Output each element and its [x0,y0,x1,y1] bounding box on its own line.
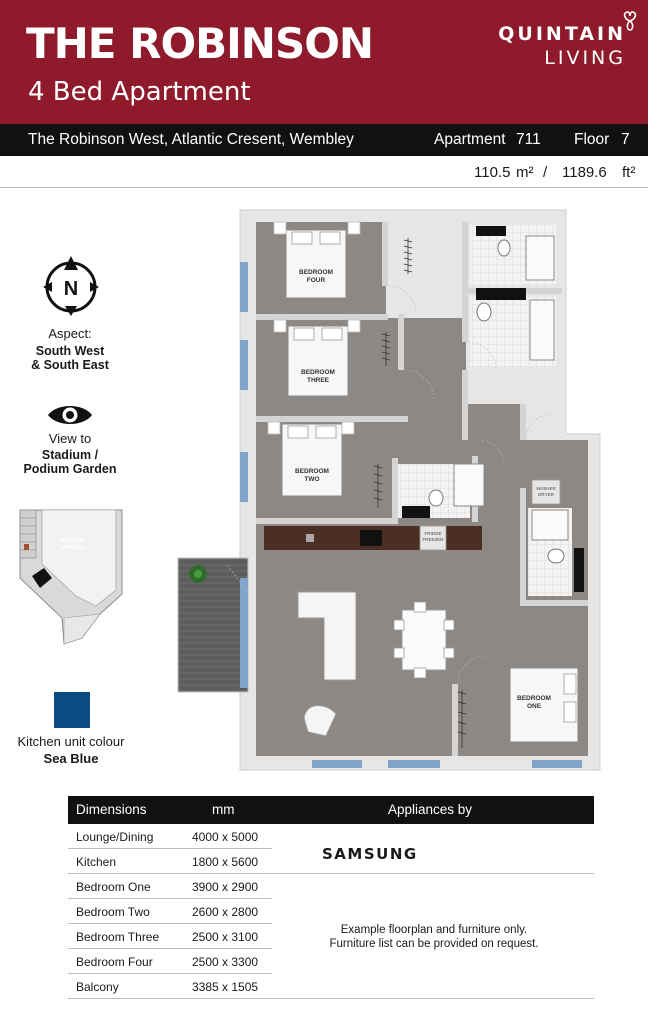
col-header-mm: mm [212,802,235,817]
row-mm: 4000 x 5000 [192,830,259,844]
brand-name: QUINTAIN [498,23,626,45]
row-room: Bedroom One [76,880,151,894]
view-value-2: Podium Garden [23,462,117,476]
apartment-label: Apartment [434,131,506,148]
table-row: Lounge/Dining 4000 x 5000 [68,824,272,849]
site-label-2: GARDEN [60,545,84,551]
brand-logo: QUINTAIN LIVING [456,11,637,70]
area-row: 110.5 m² / 1189.6 ft² [0,156,648,188]
room-label-bedroom-four-1: BEDROOM [299,269,333,276]
room-label-bedroom-one-2: ONE [527,703,542,710]
room-label-bedroom-one-1: BEDROOM [517,695,551,702]
divider [272,998,594,999]
area-separator: / [543,164,548,181]
samsung-logo: SAMSUNG [322,845,418,863]
row-room: Lounge/Dining [76,830,154,844]
table-row: Bedroom Four 2500 x 3300 [68,949,272,974]
kitchen-colour-swatch [54,692,90,728]
col-header-appliances: Appliances by [388,802,473,817]
site-plan: PODIUM GARDEN [19,509,123,645]
kitchen-colour-value: Sea Blue [43,751,99,766]
area-sqft: 1189.6 [562,164,607,181]
eye-icon [48,406,92,424]
room-label-bedroom-three-2: THREE [307,377,330,384]
divider [272,873,594,874]
kitchen-colour-label: Kitchen unit colour [17,734,125,749]
table-row: Bedroom One 3900 x 2900 [68,874,272,899]
row-room: Kitchen [76,855,117,869]
brand-subname: LIVING [544,47,626,69]
aspect-value-1: South West [35,344,105,358]
area-sqm: 110.5 [474,164,511,181]
area-sqft-unit: ft² [622,164,636,181]
dimensions-table-header: Dimensions mm Appliances by [68,796,594,824]
row-room: Balcony [76,980,119,994]
washer-label-2: DRYER [538,492,554,497]
row-mm: 3900 x 2900 [192,880,259,894]
room-label-bedroom-four-2: FOUR [307,277,326,284]
row-mm: 3385 x 1505 [192,980,259,994]
table-row: Balcony 3385 x 1505 [68,974,272,999]
aspect-value-2: & South East [31,358,109,372]
washer-label-1: WASHER [536,486,556,491]
apartment-type: 4 Bed Apartment [28,77,251,107]
row-room: Bedroom Two [76,905,150,919]
floorplan: FRIDGE FREEZER WASHER DRYER BEDROOM FOUR… [177,209,601,771]
compass-icon: N [43,256,99,316]
aspect-label: Aspect: [48,326,92,341]
row-room: Bedroom Three [76,930,160,944]
floor-label: Floor [574,131,610,148]
fridge-label-1: FRIDGE [424,531,441,536]
row-room: Bedroom Four [76,955,153,969]
row-mm: 2500 x 3100 [192,930,259,944]
row-mm: 1800 x 5600 [192,855,259,869]
row-mm: 2500 x 3300 [192,955,259,969]
room-label-bedroom-three-1: BEDROOM [301,369,335,376]
area-sqm-unit: m² [516,164,534,181]
building-title: THE ROBINSON [26,19,374,68]
compass-letter: N [64,278,78,300]
view-value-1: Stadium / [41,448,99,462]
room-label-bedroom-two-2: TWO [304,476,319,483]
trefoil-logo-icon [623,11,637,31]
disclaimer-line-1: Example floorplan and furniture only. [340,924,528,936]
disclaimer-line-2: Furniture list can be provided on reques… [329,938,539,950]
table-row: Kitchen 1800 x 5600 [68,849,272,874]
apartment-number: 711 [516,131,541,148]
address: The Robinson West, Atlantic Cresent, Wem… [28,131,354,148]
floor-number: 7 [621,131,630,148]
info-bar: The Robinson West, Atlantic Cresent, Wem… [0,124,648,156]
room-label-bedroom-two-1: BEDROOM [295,468,329,475]
fridge-label-2: FREEZER [422,537,444,542]
header-banner: THE ROBINSON 4 Bed Apartment QUINTAIN LI… [0,0,648,124]
site-label-1: PODIUM [61,538,83,544]
row-mm: 2600 x 2800 [192,905,259,919]
divider [0,187,648,188]
col-header-dimensions: Dimensions [76,802,147,817]
table-row: Bedroom Three 2500 x 3100 [68,924,272,949]
table-row: Bedroom Two 2600 x 2800 [68,899,272,924]
view-label: View to [48,431,92,446]
disclaimer: Example floorplan and furniture only. Fu… [290,923,578,951]
apartment-marker [32,568,52,588]
